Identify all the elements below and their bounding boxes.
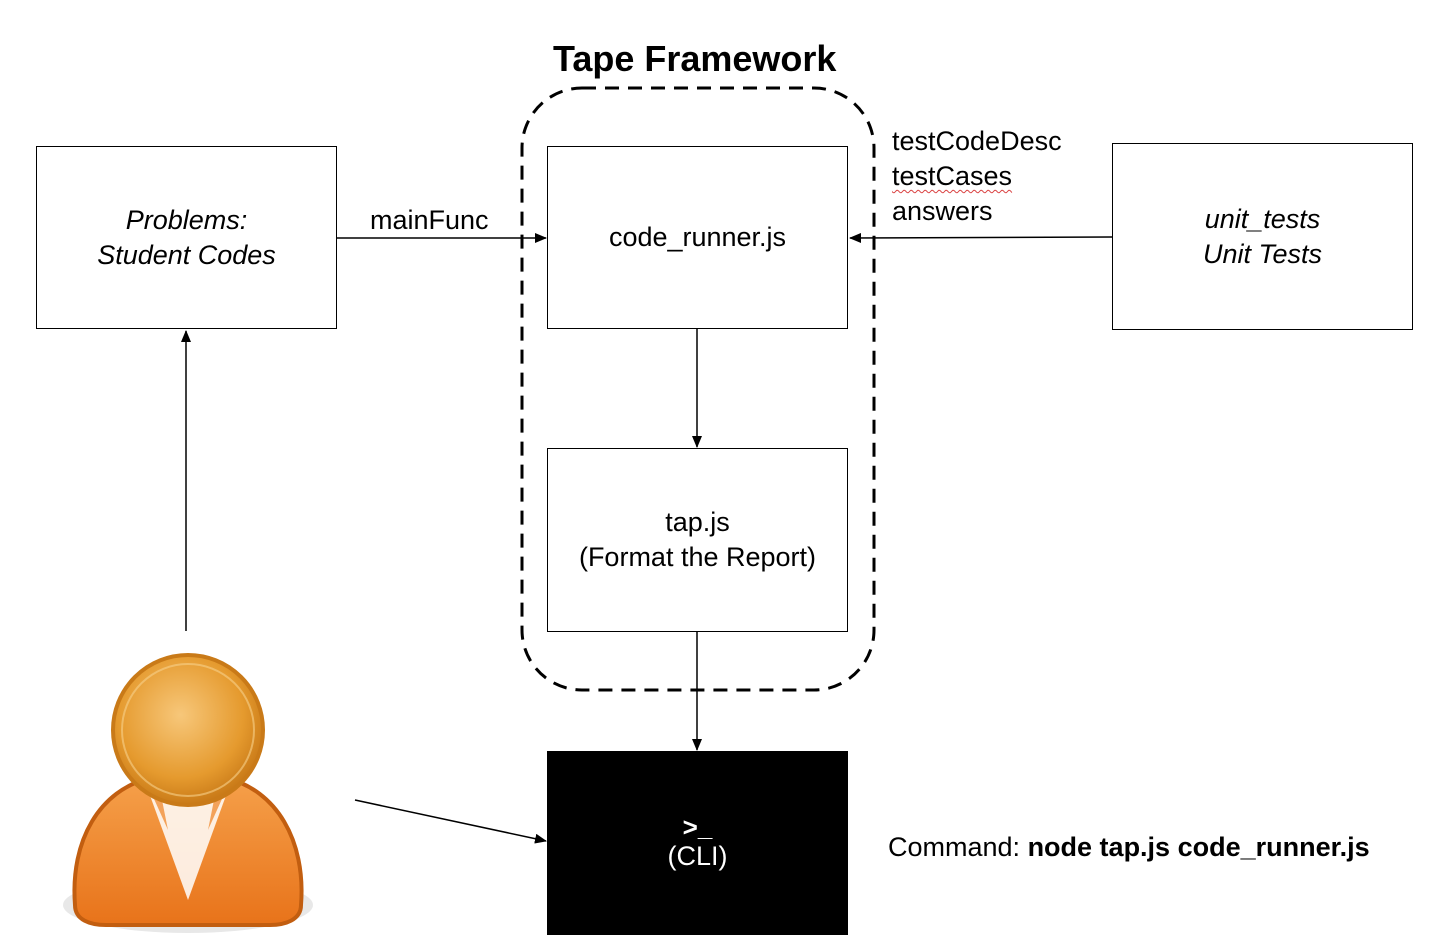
- command-text: Command: node tap.js code_runner.js: [888, 830, 1370, 865]
- problems-line2: Student Codes: [97, 239, 276, 270]
- terminal-prompt-icon: >_: [682, 812, 713, 842]
- unit-tests-box: unit_tests Unit Tests: [1112, 143, 1413, 330]
- command-value: node tap.js code_runner.js: [1027, 832, 1370, 862]
- edge-label-mainfunc: mainFunc: [370, 205, 489, 235]
- tape-framework-boundary: [520, 86, 876, 692]
- cli-terminal: >_ (CLI): [547, 751, 848, 935]
- edge-label-test-code-desc: testCodeDesc: [892, 126, 1062, 156]
- edge-label-answers: answers: [892, 196, 993, 226]
- arrow-user-to-cli: [354, 799, 547, 844]
- problems-line1: Problems:: [125, 204, 248, 235]
- user-icon: [63, 653, 313, 933]
- unit-tests-line1: unit_tests: [1204, 203, 1321, 234]
- edge-label-test-cases: testCases: [892, 161, 1013, 191]
- diagram-title: Tape Framework: [553, 38, 837, 79]
- code-runner-label: code_runner.js: [608, 222, 787, 252]
- code-runner-box: code_runner.js: [547, 146, 848, 329]
- cli-label: (CLI): [667, 841, 728, 871]
- tap-box: tap.js (Format the Report): [547, 448, 848, 632]
- tap-line2: (Format the Report): [578, 542, 817, 572]
- unit-tests-line2: Unit Tests: [1202, 238, 1323, 269]
- arrow-tests: [849, 232, 1113, 243]
- command-prefix: Command:: [888, 832, 1028, 862]
- problems-box: Problems: Student Codes: [36, 146, 337, 329]
- tap-line1: tap.js: [665, 507, 730, 537]
